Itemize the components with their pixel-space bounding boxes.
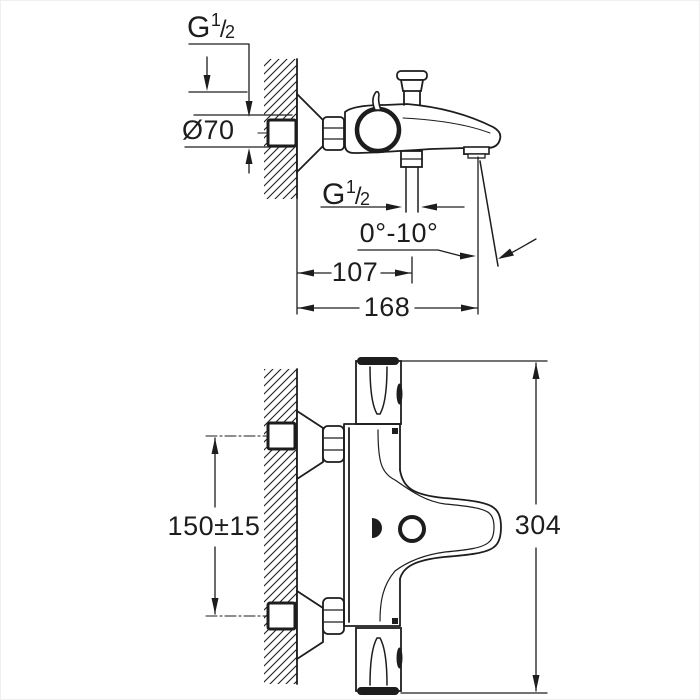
hose-pipe	[405, 166, 419, 213]
label-thread-mid: G1/2	[322, 177, 371, 211]
hex-nut	[322, 116, 345, 151]
arrow-left-icon	[298, 269, 314, 277]
label-escutcheon-diameter: Ø70	[182, 115, 235, 145]
spout-front-inner-line	[377, 429, 495, 622]
arrow-left-icon	[421, 203, 437, 211]
front-view	[205, 357, 548, 695]
arrow-up-icon	[532, 363, 540, 379]
thread-top-leader	[188, 43, 250, 103]
arrow-right-icon	[386, 203, 402, 211]
arrow-left-icon	[298, 304, 314, 312]
top-knob-button	[396, 383, 403, 405]
side-view	[184, 43, 537, 315]
escutcheon-cone-lower	[296, 589, 324, 661]
arrow-right-icon	[460, 252, 476, 260]
hex-nut-lower	[322, 597, 345, 635]
temperature-mark	[372, 518, 382, 538]
spout-outlet	[463, 146, 490, 155]
hex-nut-facets	[323, 127, 344, 140]
label-connection-distance: 150±15	[167, 511, 261, 541]
wall-union-fitting-upper	[266, 421, 297, 451]
front-button-ring	[398, 515, 426, 543]
label-projection-168: 168	[363, 292, 411, 322]
diverter-cap	[396, 70, 428, 81]
bottom-knob-cap	[357, 687, 399, 695]
hex-nut-facets	[323, 609, 344, 623]
spout-outlet-lip	[467, 153, 486, 159]
arrow-diagonal-icon	[498, 248, 514, 259]
thermostat-knob-side	[354, 106, 402, 154]
wall-hatch-front-view	[264, 369, 297, 684]
hex-nut-upper	[322, 425, 345, 463]
angle-leader-left	[357, 249, 462, 257]
bottom-knob-button	[396, 647, 403, 669]
label-projection-107: 107	[331, 257, 379, 287]
index-mark	[392, 618, 398, 624]
wall-union-fitting	[266, 118, 298, 148]
arrow-down-icon	[211, 598, 219, 614]
wall-union-fitting-lower	[266, 601, 297, 631]
arrow-right-icon	[395, 269, 411, 277]
label-thread-top: G1/2	[187, 10, 236, 44]
escutcheon-cone-upper	[296, 409, 324, 481]
hex-nut-facets	[323, 437, 344, 451]
arrow-down-icon	[532, 675, 540, 691]
spout-swivel-line	[479, 160, 499, 267]
arrow-up-icon	[211, 438, 219, 454]
arrow-down-icon	[203, 75, 211, 91]
body-column	[343, 423, 401, 627]
label-spout-angle: 0°-10°	[359, 218, 439, 248]
diverter-neck	[399, 79, 425, 92]
bottom-knob-grip	[369, 637, 388, 686]
escutcheon-cone	[296, 91, 324, 175]
top-knob-cap	[357, 357, 399, 365]
index-mark	[392, 428, 398, 434]
diverter-stem	[403, 90, 421, 106]
arrow-down-icon	[245, 101, 253, 117]
angle-leader-right	[510, 238, 537, 254]
spout-front-outline	[399, 469, 502, 580]
body-highlight-line	[402, 117, 491, 134]
arrow-right-icon	[461, 304, 477, 312]
label-total-height: 304	[514, 510, 562, 540]
knob-lever	[372, 90, 383, 111]
top-knob-grip	[369, 366, 388, 415]
arrow-up-icon	[245, 148, 253, 164]
